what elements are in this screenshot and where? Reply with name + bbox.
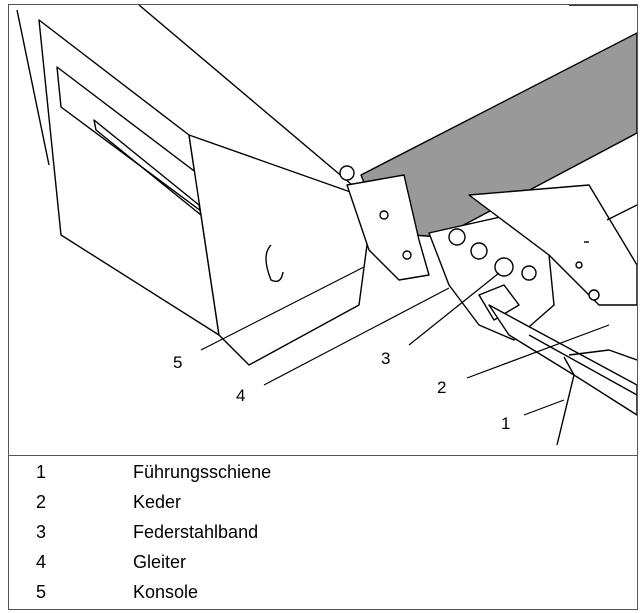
drawing-svg: 1 2 3 4 5 — [16, 5, 637, 446]
legend-number: 5 — [36, 582, 47, 602]
callout-5: 5 — [173, 353, 182, 372]
legend-number: 1 — [36, 462, 47, 482]
legend-row: 1 Führungsschiene — [9, 457, 637, 487]
callout-1: 1 — [501, 414, 510, 433]
legend-row: 5 Konsole — [9, 577, 637, 607]
callout-3: 3 — [381, 349, 390, 368]
legend-label: Keder — [133, 492, 182, 512]
parts-legend: 1 Führungsschiene 2 Keder 3 Federstahlba… — [9, 457, 637, 607]
legend-row: 4 Gleiter — [9, 547, 637, 577]
legend-label: Federstahlband — [133, 522, 259, 542]
callout-2: 2 — [437, 378, 446, 397]
figure-frame: 1 2 3 4 5 1 Führungsschiene 2 Keder 3 Fe… — [8, 4, 638, 610]
guide-rail — [488, 304, 637, 416]
console-bracket — [346, 174, 430, 281]
leader-lines — [200, 266, 610, 416]
legend-label: Konsole — [133, 582, 199, 602]
legend-number: 4 — [36, 552, 47, 572]
legend-label: Gleiter — [133, 552, 187, 572]
legend-row: 3 Federstahlband — [9, 517, 637, 547]
legend-label: Führungsschiene — [133, 462, 272, 482]
housing-top-edge — [138, 5, 365, 196]
legend-number: 3 — [36, 522, 47, 542]
legend-number: 2 — [36, 492, 47, 512]
technical-drawing: 1 2 3 4 5 — [9, 5, 637, 456]
carriage — [468, 184, 637, 306]
callout-4: 4 — [236, 386, 245, 405]
legend-row: 2 Keder — [9, 487, 637, 517]
